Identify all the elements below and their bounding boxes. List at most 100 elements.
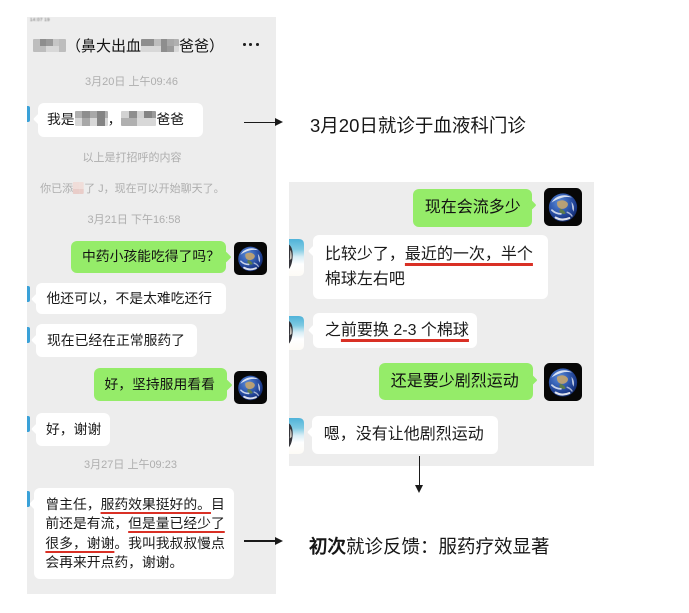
dot — [243, 43, 246, 46]
mosaic-cell — [52, 45, 59, 52]
person-photo-icon — [289, 315, 304, 350]
person-photo-icon — [289, 238, 304, 276]
mosaic-cell — [136, 118, 145, 126]
mosaic-cell — [121, 110, 129, 119]
cropped-avatar-sliver — [27, 490, 31, 507]
more-dots-icon[interactable] — [243, 43, 259, 46]
person-photo-icon — [289, 417, 304, 454]
mosaic-cell — [128, 118, 137, 126]
mosaic-cell — [33, 39, 40, 46]
message-line: 好，谢谢 — [46, 420, 110, 439]
arrow-shaft — [244, 121, 277, 124]
mosaic-cell — [39, 45, 46, 52]
chat-bubble-outgoing[interactable]: 中药小孩能吃得了吗？ — [71, 240, 231, 274]
earth-icon — [542, 186, 584, 227]
mosaic-cell — [89, 110, 98, 119]
chat-bubble-outgoing[interactable]: 还是要少剧烈运动 — [378, 363, 538, 401]
mosaic-cell — [151, 118, 157, 126]
message-text: 现在已经在正常服药了 — [47, 332, 185, 348]
mosaic-cell — [104, 118, 108, 126]
mosaic-cell — [79, 182, 85, 189]
date-separator: 3月27日 上午09:23 — [84, 458, 177, 471]
mosaic-cell — [160, 39, 168, 46]
cropped-avatar-sliver — [27, 415, 31, 432]
dot — [249, 43, 253, 46]
chat-bubble-incoming[interactable]: 之前要换 2-3 个棉球 — [308, 313, 477, 349]
chat-bubble-incoming[interactable]: 嗯，没有让他剧烈运动 — [307, 415, 498, 454]
message-text: 比较少了， — [324, 245, 405, 263]
message-text: 会再来开点药，谢谢。 — [45, 554, 184, 570]
earth-avatar[interactable] — [232, 240, 268, 280]
message-line: 还是要少剧烈运动 — [391, 369, 533, 394]
chat-bubble-incoming[interactable]: 好，谢谢 — [31, 412, 110, 446]
person-avatar-cropped[interactable] — [289, 315, 304, 355]
message-line: 我是，爸爸 — [47, 110, 203, 129]
message-line: 现在已经在正常服药了 — [47, 331, 197, 350]
mosaic-cell — [33, 45, 40, 52]
mosaic-cell — [65, 39, 66, 46]
mosaic-cell — [141, 39, 148, 46]
mosaic-cell — [144, 110, 152, 119]
bottom-note: 初次就诊反馈：服药疗效显著 — [309, 533, 550, 559]
date-separator: 3月20日 上午09:46 — [85, 76, 178, 88]
message-text: 前还是有流， — [45, 516, 129, 532]
chat-bubble-incoming[interactable]: 曾主任，服药效果挺好的。目前还是有流，但是量已经少了很多，谢谢。我叫我叔叔慢点会… — [29, 487, 234, 580]
mosaic-cell — [73, 182, 80, 189]
message-line: 很多，谢谢。我叫我叔叔慢点 — [45, 534, 234, 553]
mosaic-cell — [59, 39, 66, 46]
message-text: 我是 — [47, 111, 75, 127]
arrow-head — [275, 117, 283, 126]
cropped-avatar-sliver — [27, 326, 31, 343]
censored-mosaic — [121, 110, 157, 126]
mosaic-cell — [173, 39, 180, 46]
person-avatar-cropped[interactable] — [289, 417, 304, 459]
message-text: 他还可以，不是太难吃还行 — [46, 290, 213, 306]
chat-bubble-incoming[interactable]: 现在已经在正常服药了 — [31, 323, 197, 357]
message-text: 。我叫我叔叔慢点 — [114, 535, 225, 551]
arrow-head — [274, 536, 283, 545]
dot — [255, 43, 259, 46]
mosaic-cell — [52, 39, 59, 46]
censored-mosaic — [74, 110, 108, 126]
message-line: 前还是有流，但是量已经少了 — [45, 514, 234, 533]
message-text: 中药小孩能吃得了吗？ — [82, 249, 220, 265]
chat-bubble-outgoing[interactable]: 现在会流多少 — [413, 188, 537, 227]
mosaic-cell — [79, 188, 85, 194]
earth-avatar[interactable] — [542, 361, 584, 406]
person-avatar-cropped[interactable] — [289, 238, 304, 281]
mosaic-cell — [46, 39, 53, 46]
chat-bubble-incoming[interactable]: 比较少了，最近的一次，半个棉球左右吧 — [308, 234, 549, 299]
red-underlined-text: 最近的一次，半个 — [404, 245, 533, 263]
chat-bubble-incoming[interactable]: 我是，爸爸 — [33, 102, 203, 137]
earth-avatar[interactable] — [232, 369, 268, 409]
red-underlined-text: 前要换 2-3 个棉球 — [340, 322, 469, 340]
chat-bubble-outgoing[interactable]: 好，坚持服用看看 — [93, 368, 232, 402]
message-line: 嗯，没有让他剧烈运动 — [324, 422, 498, 447]
system-message: 以上是打招呼的内容 — [82, 151, 182, 164]
message-text: 爸爸） — [179, 38, 225, 55]
mosaic-cell — [128, 110, 137, 119]
mosaic-cell — [73, 188, 80, 194]
mosaic-cell — [141, 45, 148, 52]
message-line: 会再来开点药，谢谢。 — [45, 553, 234, 572]
chat-bubble-incoming[interactable]: 他还可以，不是太难吃还行 — [30, 282, 226, 315]
message-text: 目 — [210, 497, 225, 513]
mosaic-cell — [147, 39, 155, 46]
mosaic-cell — [65, 45, 66, 52]
red-underlined-text: 服药效果挺好的。 — [100, 497, 211, 513]
message-line: 他还可以，不是太难吃还行 — [47, 289, 226, 308]
mosaic-cell — [97, 118, 105, 126]
mosaic-cell — [173, 45, 180, 52]
mosaic-cell — [154, 39, 161, 46]
mosaic-cell — [59, 45, 66, 52]
mosaic-cell — [167, 39, 174, 46]
mosaic-cell — [144, 118, 152, 126]
top-note: 3月20日就诊于血液科门诊 — [310, 115, 526, 136]
message-text: ， — [107, 111, 122, 127]
message-text: 曾主任， — [45, 497, 101, 513]
message-line: 中药小孩能吃得了吗？ — [82, 247, 226, 266]
earth-avatar[interactable] — [542, 186, 584, 231]
chat-title: （鼻大出血爸爸） — [33, 36, 224, 55]
mosaic-cell — [82, 118, 90, 126]
phone-status-text: 14:07 19 — [30, 17, 50, 22]
